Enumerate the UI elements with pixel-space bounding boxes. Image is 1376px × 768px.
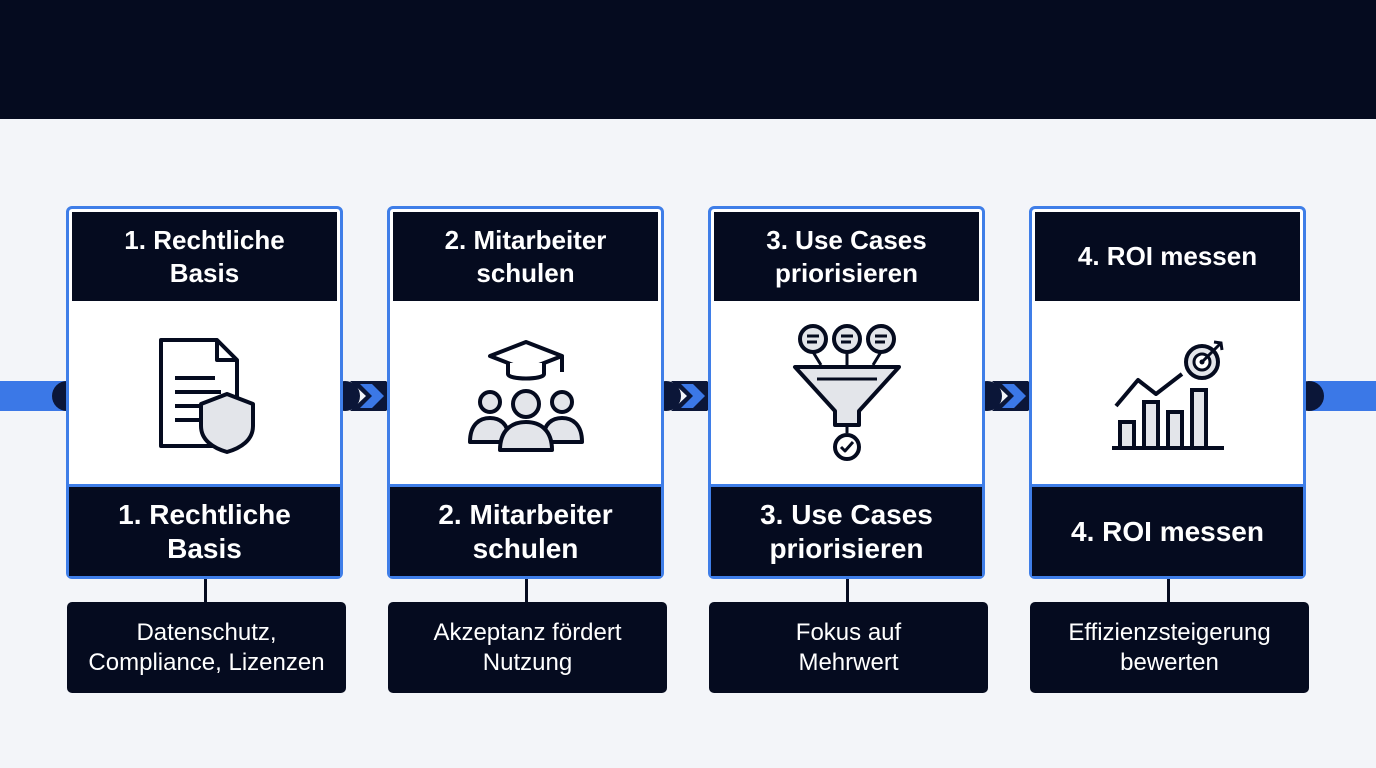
header-band — [0, 0, 1376, 119]
step-card-4: 4. ROI messen 4. ROI messen — [1029, 206, 1306, 579]
step-card-3: 3. Use Cases priorisieren 3. Use Cases p… — [708, 206, 985, 579]
step-description-2: Akzeptanz fördert Nutzung — [388, 602, 667, 693]
step-title: 1. Rechtliche Basis — [72, 212, 337, 301]
growth-chart-target-icon — [1032, 304, 1303, 488]
step-title: 4. ROI messen — [1035, 212, 1300, 301]
step-label: 1. Rechtliche Basis — [69, 484, 340, 576]
step-card-2: 2. Mitarbeiter schulen 2. Mitarbeiter sc… — [387, 206, 664, 579]
step-label: 2. Mitarbeiter schulen — [390, 484, 661, 576]
step-description-3: Fokus auf Mehrwert — [709, 602, 988, 693]
graduation-team-icon — [390, 304, 661, 488]
step-card-1: 1. Rechtliche Basis 1. Rechtliche Basis — [66, 206, 343, 579]
step-label: 4. ROI messen — [1032, 484, 1303, 576]
description-stem-4 — [1167, 579, 1170, 603]
step-description-1: Datenschutz, Compliance, Lizenzen — [67, 602, 346, 693]
step-title: 3. Use Cases priorisieren — [714, 212, 979, 301]
document-shield-icon — [69, 304, 340, 488]
step-description-4: Effizienzsteigerung bewerten — [1030, 602, 1309, 693]
step-label: 3. Use Cases priorisieren — [711, 484, 982, 576]
step-title: 2. Mitarbeiter schulen — [393, 212, 658, 301]
description-stem-3 — [846, 579, 849, 603]
funnel-check-icon — [711, 304, 982, 488]
description-stem-1 — [204, 579, 207, 603]
description-stem-2 — [525, 579, 528, 603]
